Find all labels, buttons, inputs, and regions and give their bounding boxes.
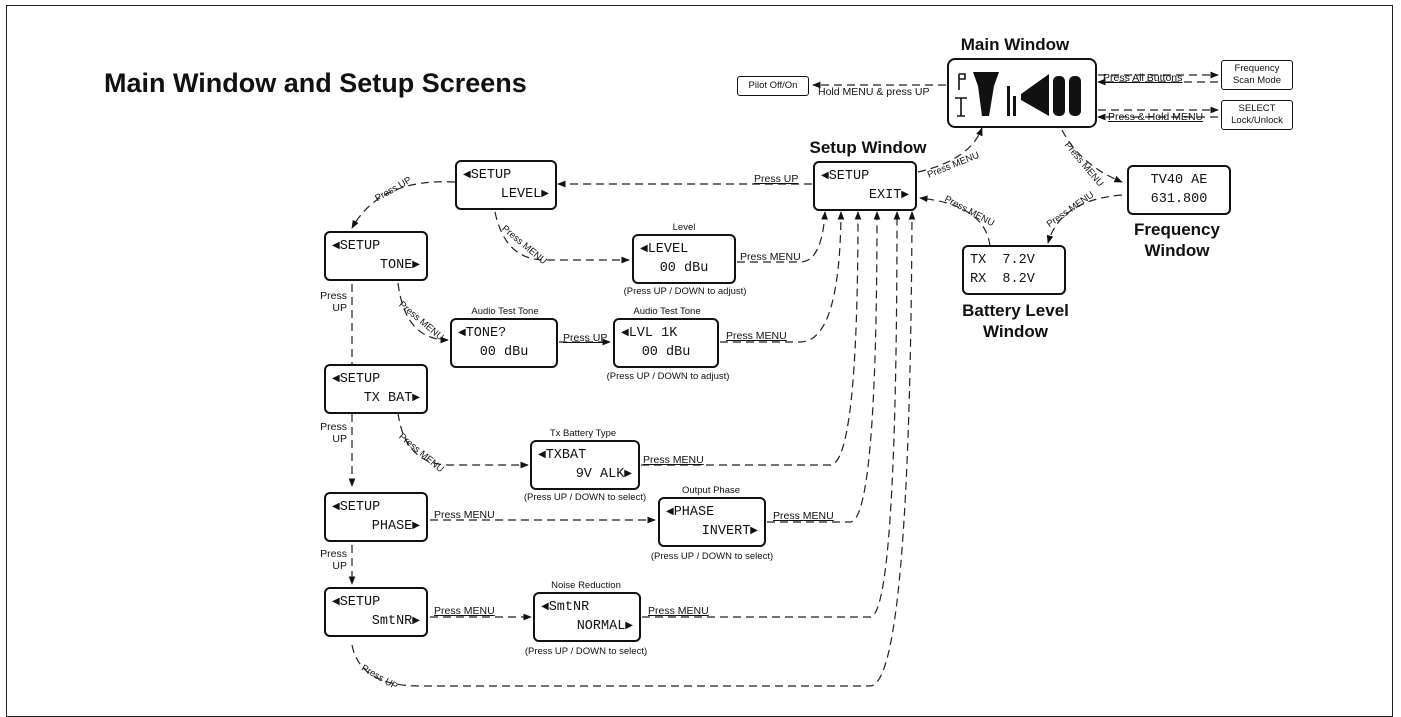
label-press-all: Press All Buttons: [1103, 72, 1183, 84]
arrow-smtnrscreen-setup: [642, 211, 901, 618]
caption-adjust-1: (Press UP / DOWN to adjust): [623, 286, 747, 297]
caption-tx-battery-type: Tx Battery Type: [549, 428, 617, 439]
label-press-hold-menu: Press & Hold MENU: [1108, 111, 1204, 123]
label-press-menu-phasescreen: Press MENU: [773, 510, 834, 522]
label-press-menu-smtnrscreen: Press MENU: [648, 605, 709, 617]
caption-audio-test-tone-2: Audio Test Tone: [633, 306, 701, 317]
tone-screen[interactable]: ◀TONE? 00 dBu: [450, 318, 558, 368]
pilot-p-icon: [958, 73, 966, 90]
battery-rx-icon: [1069, 76, 1081, 116]
caption-level: Level: [672, 222, 696, 233]
arrow-txbat-txbatscreen: [397, 412, 529, 469]
arrow-setup-main: [917, 127, 983, 173]
arrow-freq-battery: [1046, 194, 1123, 244]
select-lock-box: SELECT Lock/Unlock: [1221, 100, 1293, 130]
select-lock-line2: Lock/Unlock: [1231, 115, 1283, 126]
antenna-icon: [955, 97, 967, 117]
left-arrow-icon: ◀: [821, 171, 829, 182]
arrow-tone-tonescreen: [397, 282, 449, 344]
page-title: Main Window and Setup Screens: [104, 68, 527, 98]
arrow-level-levelscreen: [494, 211, 630, 264]
label-press-menu-phase: Press MENU: [434, 509, 495, 521]
label-press-up-tone-lvl: Press UP: [563, 332, 608, 344]
setup-smtnr-screen[interactable]: ◀SETUP SmtNR▶: [324, 587, 428, 637]
caption-select-3: (Press UP / DOWN to select): [524, 646, 648, 657]
phase-screen[interactable]: ◀PHASE INVERT▶: [658, 497, 766, 547]
setup-level-screen[interactable]: ◀SETUP LEVEL▶: [455, 160, 557, 210]
lvl1k-screen[interactable]: ◀LVL 1K 00 dBu: [613, 318, 719, 368]
label-press-menu-txbatscreen: Press MENU: [643, 454, 704, 466]
arrow-battery-setup: [919, 195, 991, 247]
pilot-box: Pilot Off/On: [737, 76, 809, 96]
right-arrow-icon: ▶: [901, 190, 909, 201]
arrow-main-freq: [1061, 129, 1123, 183]
label-hold-menu-up: Hold MENU & press UP: [818, 86, 930, 98]
label-press-up-setup: Press UP: [754, 173, 799, 185]
select-lock-line1: SELECT: [1238, 103, 1276, 114]
label-press-menu-levelscreen: Press MENU: [740, 251, 801, 263]
arrow-levelscreen-setup: [737, 211, 828, 263]
arrow-txbatscreen-setup: [641, 211, 862, 466]
arrow-lvl1k-setup: [720, 211, 845, 343]
audio-meter-icon: [1021, 74, 1049, 116]
level-meter-icon: [955, 72, 1081, 117]
setup-phase-screen[interactable]: ◀SETUP PHASE▶: [324, 492, 428, 542]
caption-select-2: (Press UP / DOWN to select): [650, 551, 774, 562]
main-window-heading: Main Window: [960, 35, 1070, 54]
battery-tx-icon: [1053, 76, 1065, 116]
rf-meter-icon: [973, 72, 999, 116]
caption-noise-reduction: Noise Reduction: [551, 580, 621, 591]
caption-output-phase: Output Phase: [681, 485, 741, 496]
label-press-menu-smtnr: Press MENU: [434, 605, 495, 617]
battery-screen: TX 7.2V RX 8.2V: [962, 245, 1066, 295]
setup-txbat-screen[interactable]: ◀SETUP TX BAT▶: [324, 364, 428, 414]
setup-window-heading: Setup Window: [809, 138, 927, 157]
setup-exit-screen[interactable]: ◀SETUP EXIT▶: [813, 161, 917, 211]
frequency-screen: TV40 AE 631.800: [1127, 165, 1231, 215]
arrow-level-tone: [351, 181, 456, 229]
caption-select-1: (Press UP / DOWN to select): [523, 492, 647, 503]
caption-audio-test-tone-1: Audio Test Tone: [471, 306, 539, 317]
txbat-screen[interactable]: ◀TXBAT 9V ALK▶: [530, 440, 640, 490]
smtnr-screen[interactable]: ◀SmtNR NORMAL▶: [533, 592, 641, 642]
arrow-phasescreen-setup: [767, 211, 881, 523]
setup-tone-screen[interactable]: ◀SETUP TONE▶: [324, 231, 428, 281]
level-screen[interactable]: ◀LEVEL 00 dBu: [632, 234, 736, 284]
freq-scan-line1: Frequency: [1234, 63, 1280, 74]
freq-scan-line2: Scan Mode: [1232, 75, 1282, 86]
caption-adjust-2: (Press UP / DOWN to adjust): [606, 371, 730, 382]
label-press-menu-lvl1k: Press MENU: [726, 330, 787, 342]
pilot-label: Pilot Off/On: [748, 80, 798, 91]
main-window-display: [947, 58, 1097, 128]
arrow-smtnr-setup-up: [351, 211, 916, 687]
freq-scan-box: Frequency Scan Mode: [1221, 60, 1293, 90]
